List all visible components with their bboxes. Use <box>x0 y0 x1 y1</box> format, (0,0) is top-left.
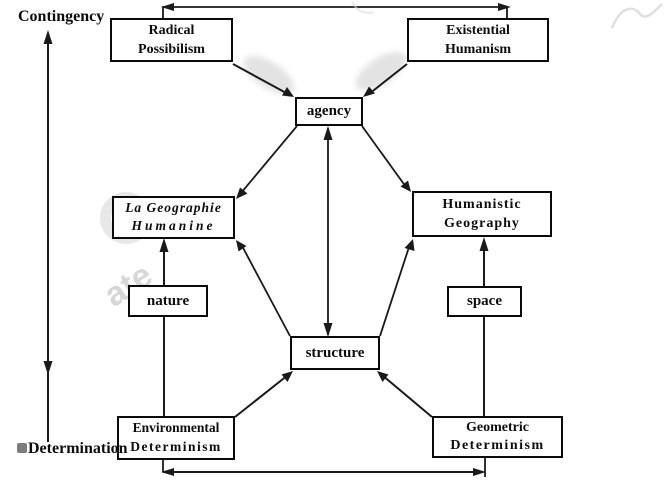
arrow-radical-existential <box>161 3 511 19</box>
node-label: Determinism <box>130 438 222 454</box>
node-label: Existential <box>446 23 510 39</box>
node-label: agency <box>306 103 352 120</box>
node-label: Humanistic <box>442 196 522 212</box>
arrow-agency-to-la-geographie <box>236 125 298 199</box>
node-label: Environmental <box>132 420 220 436</box>
node-label: Humanism <box>444 41 512 57</box>
node-nature: nature <box>128 285 208 317</box>
node-label: Geometric <box>466 420 529 436</box>
node-label: structure <box>305 344 365 361</box>
watermark-blob <box>17 443 27 453</box>
node-label: Possibilism <box>138 41 205 57</box>
node-structure: structure <box>290 336 380 370</box>
node-label: Geography <box>444 215 520 231</box>
node-agency: agency <box>295 97 363 126</box>
arrow-geometric-to-humanistic <box>479 237 489 416</box>
arrow-environmental-to-la-geographie <box>159 238 169 416</box>
node-label: La Geographie <box>125 200 222 216</box>
node-environmental-determinism: Environmental Determinism <box>117 416 235 460</box>
watermark-squiggle <box>351 1 375 14</box>
arrow-environmental-geometric <box>161 458 486 477</box>
arrow-environmental-to-structure <box>234 371 293 418</box>
watermark-squiggle <box>610 3 663 29</box>
node-la-geographie-humanine: La Geographie Humanine <box>112 196 235 239</box>
node-label: Humanine <box>131 218 216 234</box>
node-geometric-determinism: Geometric Determinism <box>432 416 563 458</box>
node-space: space <box>447 286 522 317</box>
arrow-structure-to-la-geographie <box>236 240 291 337</box>
node-label: nature <box>146 292 190 309</box>
node-label: space <box>467 293 502 310</box>
axis-label-determination: Determination <box>28 440 128 457</box>
arrow-contingency-determination-axis <box>43 30 53 442</box>
arrow-agency-to-humanistic <box>361 125 411 192</box>
arrow-radical-to-agency <box>232 63 294 97</box>
arrow-geometric-to-structure <box>377 371 433 418</box>
arrow-existential-to-agency <box>363 63 408 97</box>
node-existential-humanism: Existential Humanism <box>407 18 549 62</box>
node-humanistic-geography: Humanistic Geography <box>412 191 552 237</box>
node-label: Determinism <box>450 438 545 454</box>
arrow-agency-structure <box>323 126 333 337</box>
axis-label-contingency: Contingency <box>18 8 105 25</box>
arrow-structure-to-humanistic <box>379 239 415 337</box>
node-radical-possibilism: Radical Possibilism <box>110 18 233 62</box>
node-label: Radical <box>148 23 195 39</box>
